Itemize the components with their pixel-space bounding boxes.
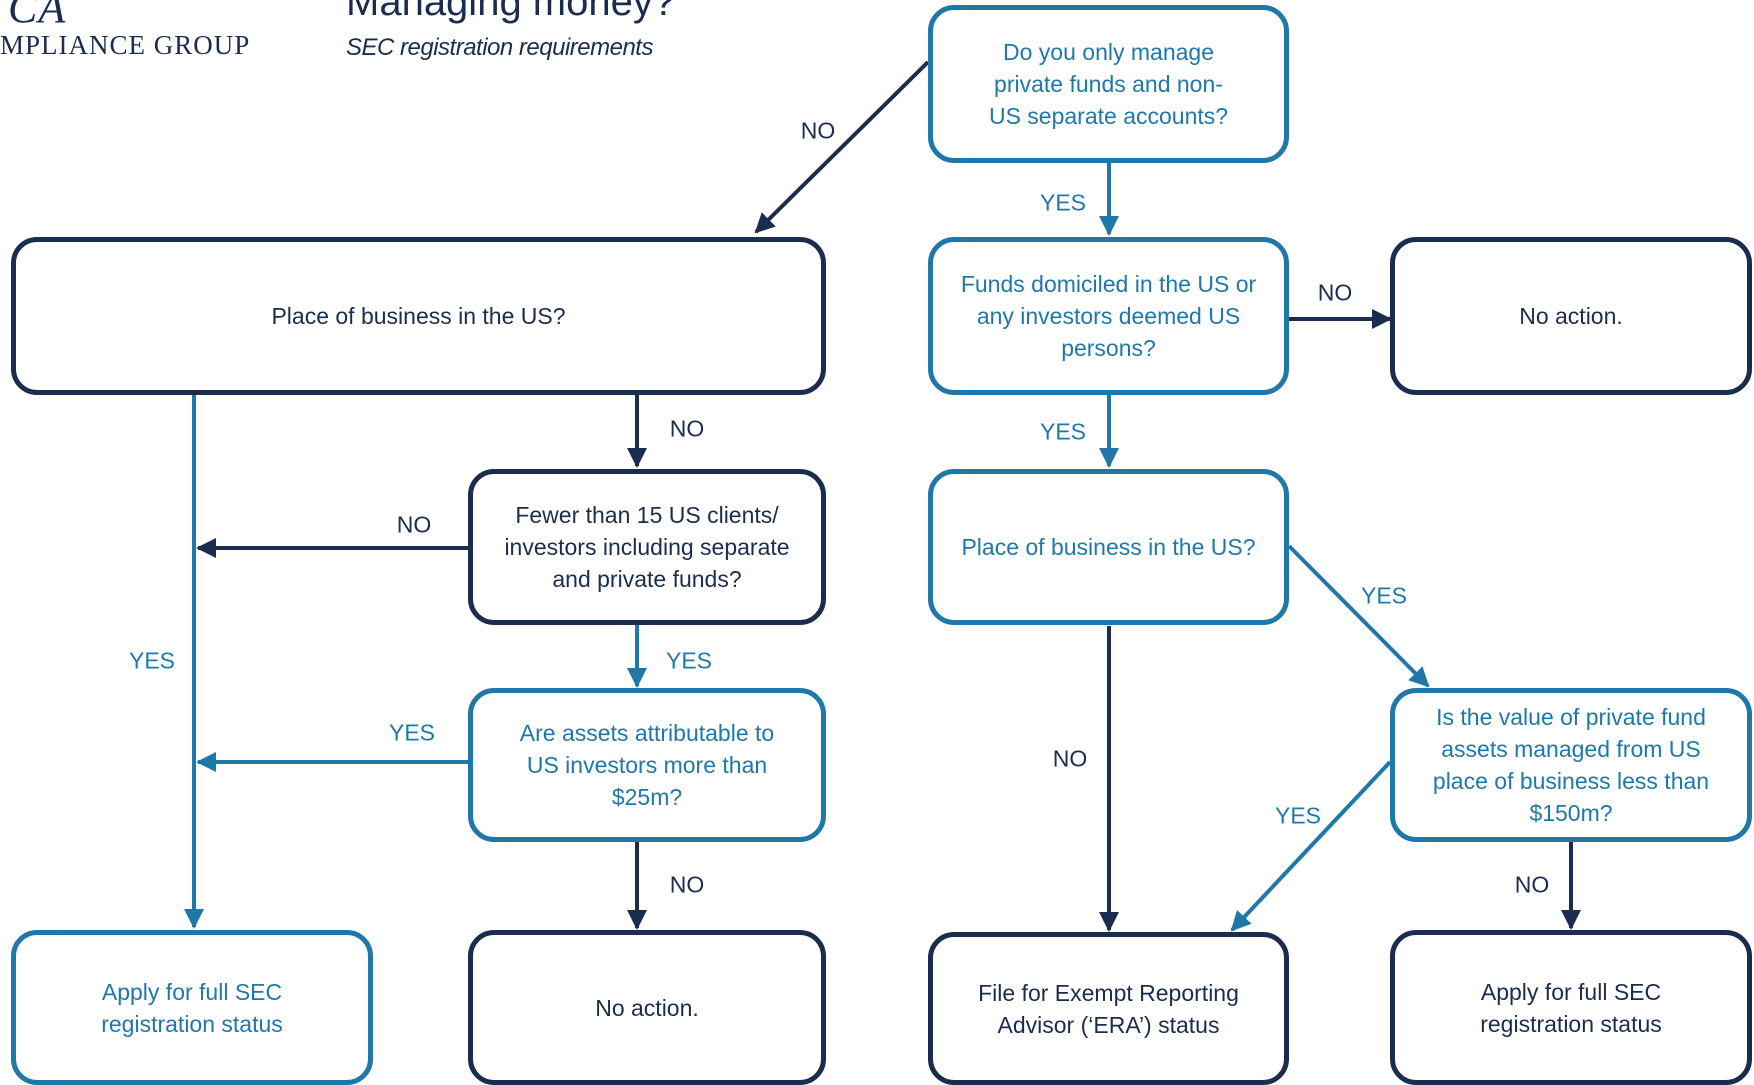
outcome-apply-right-text: Apply for full SEC registration status bbox=[1480, 978, 1662, 1037]
label-dom-yes: YES bbox=[1039, 418, 1087, 445]
outcome-apply-left-text: Apply for full SEC registration status bbox=[101, 978, 283, 1037]
diagram-title: Managing money? bbox=[346, 0, 676, 24]
outcome-apply-full-sec-right: Apply for full SEC registration status bbox=[1390, 930, 1752, 1085]
logo-text: MPLIANCE GROUP bbox=[0, 30, 251, 60]
label-assets25-yes: YES bbox=[388, 719, 436, 746]
label-q1-yes: YES bbox=[1039, 189, 1087, 216]
outcome-no-action-top: No action. bbox=[1390, 237, 1752, 395]
logo-mark: CA bbox=[8, 0, 67, 32]
diagram-subtitle: SEC registration requirements bbox=[346, 34, 653, 61]
decision-fewer-than-15: Fewer than 15 US clients/ investors incl… bbox=[468, 469, 826, 625]
decision-place-of-business-left: Place of business in the US? bbox=[11, 237, 826, 395]
decision-place-right-text: Place of business in the US? bbox=[961, 534, 1256, 560]
decision-assets-25m: Are assets attributable to US investors … bbox=[468, 688, 826, 842]
outcome-file-era: File for Exempt Reporting Advisor (‘ERA’… bbox=[928, 932, 1289, 1085]
edge-assets150-yes bbox=[1230, 760, 1392, 932]
outcome-no-action-top-text: No action. bbox=[1519, 303, 1623, 329]
label-assets25-no: NO bbox=[669, 871, 705, 898]
decision-funds-domiciled: Funds domiciled in the US or any investo… bbox=[928, 237, 1289, 395]
decision-assets-150m-text: Is the value of private fund assets mana… bbox=[1432, 704, 1710, 826]
label-left-place-yes: YES bbox=[128, 647, 176, 674]
decision-place-of-business-right: Place of business in the US? bbox=[928, 469, 1289, 625]
label-fewer-yes: YES bbox=[665, 647, 713, 674]
edge-right-place-yes bbox=[1287, 544, 1430, 688]
outcome-apply-full-sec-left: Apply for full SEC registration status bbox=[11, 930, 373, 1085]
decision-fewer-15-text: Fewer than 15 US clients/ investors incl… bbox=[504, 502, 790, 592]
edge-q1-no bbox=[754, 60, 930, 234]
decision-place-left-text: Place of business in the US? bbox=[271, 303, 566, 329]
outcome-file-era-text: File for Exempt Reporting Advisor (‘ERA’… bbox=[978, 979, 1239, 1038]
label-assets150-yes: YES bbox=[1274, 802, 1322, 829]
decision-assets-150m: Is the value of private fund assets mana… bbox=[1390, 688, 1752, 842]
label-fewer-no: NO bbox=[396, 511, 432, 538]
decision-domiciled-text: Funds domiciled in the US or any investo… bbox=[960, 271, 1257, 361]
label-dom-no: NO bbox=[1317, 279, 1353, 306]
decision-private-funds-text: Do you only manage private funds and non… bbox=[988, 39, 1229, 129]
decision-private-funds: Do you only manage private funds and non… bbox=[928, 5, 1289, 163]
outcome-no-action-bottom: No action. bbox=[468, 930, 826, 1085]
label-left-place-no: NO bbox=[669, 415, 705, 442]
label-assets150-no: NO bbox=[1514, 871, 1550, 898]
label-right-place-no: NO bbox=[1052, 745, 1088, 772]
outcome-no-action-bottom-text: No action. bbox=[595, 994, 699, 1021]
decision-assets-25m-text: Are assets attributable to US investors … bbox=[519, 720, 775, 810]
label-q1-no: NO bbox=[800, 117, 836, 144]
label-right-place-yes: YES bbox=[1360, 582, 1408, 609]
